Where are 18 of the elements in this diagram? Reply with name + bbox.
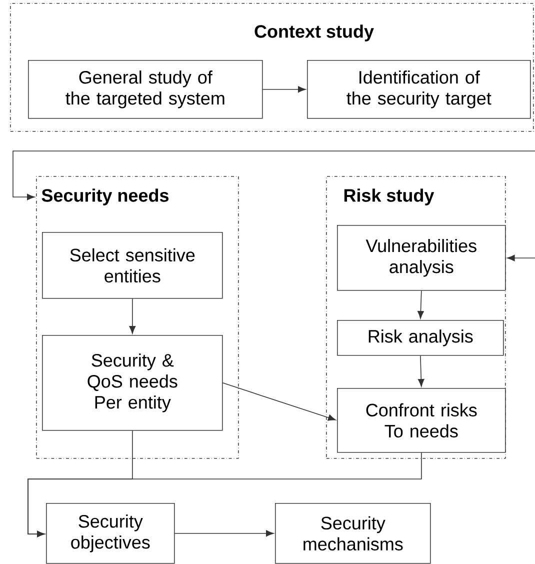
process-box: Security mechanisms [275,503,431,564]
arrow [418,290,424,319]
arrow [222,382,336,421]
process-box: Vulnerabilities analysis [337,225,506,291]
arrow [28,452,422,538]
process-box: Security & QoS needs Per entity [42,335,223,431]
arrow [507,254,535,262]
arrow [174,530,274,537]
arrow [12,150,535,200]
arrow [418,355,424,387]
process-box: Identification of the security target [307,60,531,119]
process-box: Risk analysis [337,320,504,356]
process-box: General study of the targeted system [28,60,263,119]
process-box: Select sensitive entities [42,232,223,299]
process-box: Security objectives [46,503,175,564]
arrow [129,298,136,334]
process-box: Confront risks To needs [337,388,506,453]
arrow [262,86,306,93]
